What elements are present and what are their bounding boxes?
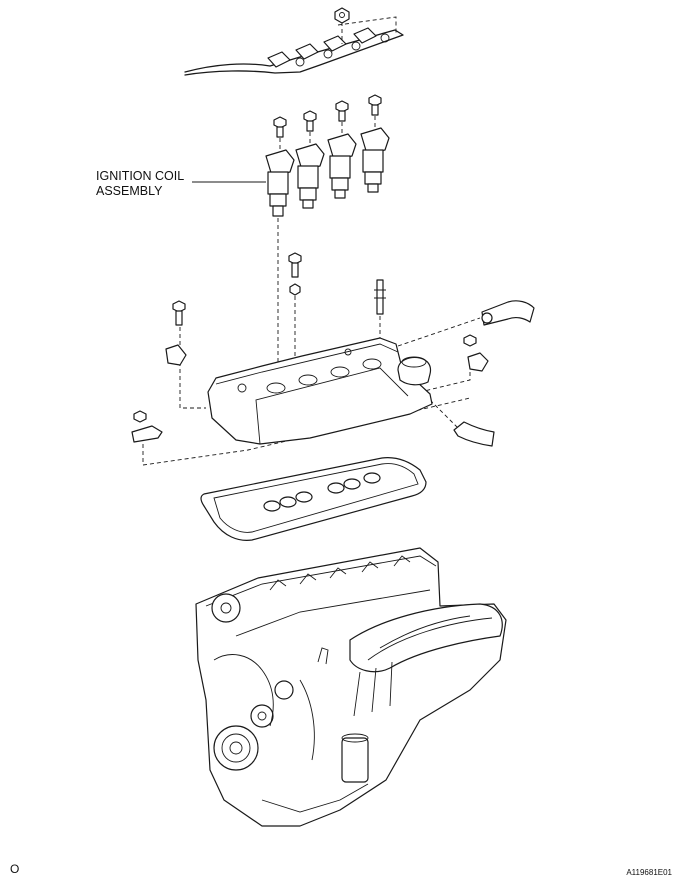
page-number: O [10, 862, 19, 876]
callout-label-line1: IGNITION COIL [96, 169, 184, 183]
wire-harness-icon [184, 16, 404, 76]
bracket-icon [131, 344, 489, 443]
bolt-icon [172, 252, 386, 326]
figure-id: A119681E01 [626, 868, 672, 877]
hose-icon [453, 300, 535, 447]
nut-icon [334, 7, 350, 24]
ignition-coil-icon [265, 127, 390, 217]
nut-icon [133, 334, 477, 423]
gasket-icon [200, 457, 427, 541]
cylinder-head-cover-icon [207, 337, 433, 445]
bolt-icon [273, 94, 382, 138]
callout-label-line2: ASSEMBLY [96, 184, 163, 198]
engine-block-icon [195, 547, 507, 827]
